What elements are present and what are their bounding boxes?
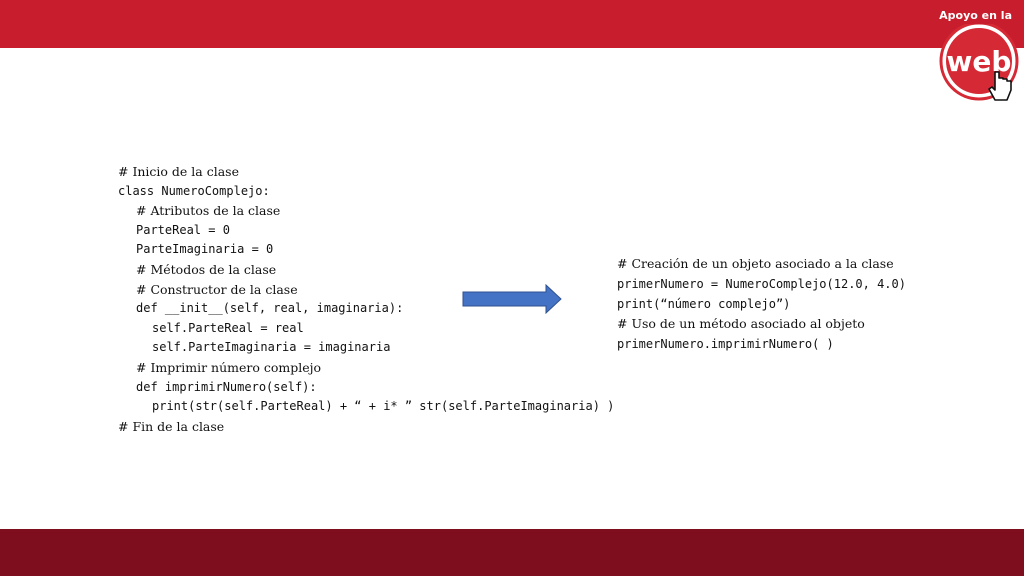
code-comment-line: # Atributos de la clase — [136, 203, 281, 219]
code-line: print(“número complejo”) — [617, 297, 791, 311]
code-comment-line: # Constructor de la clase — [136, 281, 298, 297]
code-line: primerNumero = NumeroComplejo(12.0, 4.0) — [617, 277, 906, 291]
code-line: def imprimirNumero(self): — [136, 379, 317, 394]
code-comment-line: # Fin de la clase — [118, 418, 225, 434]
pointer-hand-icon — [988, 71, 1012, 101]
code-comment-line: # Inicio de la clase — [118, 164, 239, 179]
code-line: self.ParteImaginaria = imaginaria — [152, 340, 391, 355]
code-comment-line: # Métodos de la clase — [136, 261, 277, 277]
code-line: self.ParteReal = real — [152, 320, 304, 335]
web-logo[interactable]: web — [937, 24, 1023, 102]
code-line: print(str(self.ParteReal) + “ + i* ” str… — [152, 399, 615, 414]
code-line: def __init__(self, real, imaginaria): — [136, 301, 404, 316]
code-line: ParteImaginaria = 0 — [136, 242, 274, 257]
code-line: ParteReal = 0 — [136, 222, 230, 237]
top-banner — [0, 0, 1024, 48]
code-comment-line: # Creación de un objeto asociado a la cl… — [617, 256, 894, 271]
object-usage-code: # Creación de un objeto asociado a la cl… — [617, 254, 906, 354]
code-comment-line: # Imprimir número complejo — [136, 359, 322, 375]
brand-caption: Apoyo en la — [939, 9, 1012, 22]
code-comment-line: # Uso de un método asociado al objeto — [617, 316, 865, 331]
bottom-banner — [0, 529, 1024, 576]
class-definition-code: # Inicio de la clase class NumeroComplejo… — [118, 162, 614, 436]
right-arrow-icon — [462, 284, 562, 314]
web-logo-text: web — [947, 45, 1012, 78]
code-line: primerNumero.imprimirNumero( ) — [617, 337, 834, 351]
code-line: class NumeroComplejo: — [118, 183, 270, 198]
